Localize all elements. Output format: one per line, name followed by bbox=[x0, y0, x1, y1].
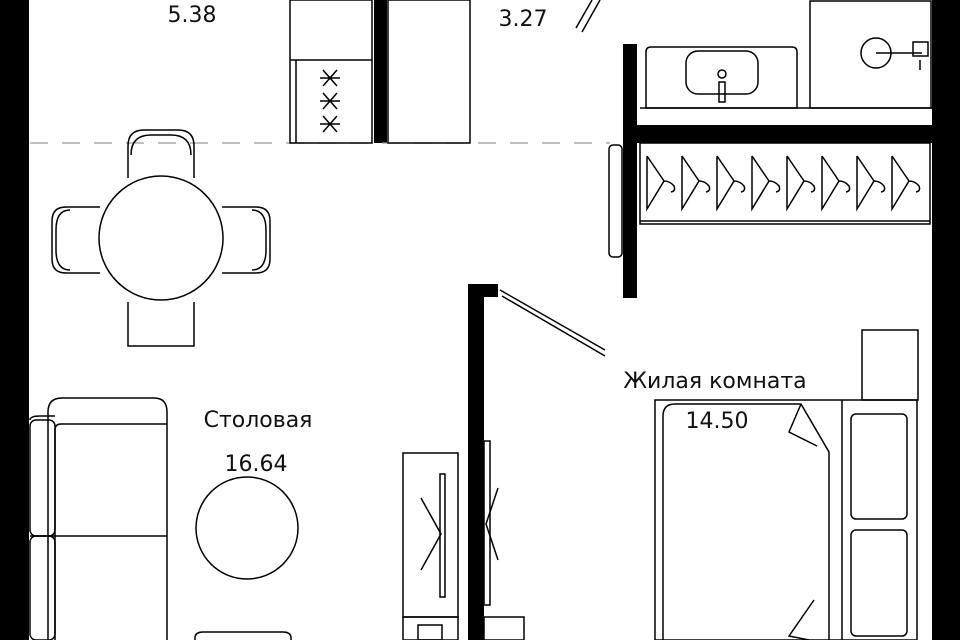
hanger-icons bbox=[646, 155, 921, 212]
wall-bathroom-vertical bbox=[623, 44, 637, 298]
sofa bbox=[29, 397, 168, 640]
pillow bbox=[850, 413, 908, 520]
room-name-bedroom: Жилая комната bbox=[623, 369, 807, 394]
wall-right bbox=[932, 0, 960, 640]
wall-bathroom-horizontal bbox=[637, 125, 932, 143]
blanket-fold bbox=[787, 403, 818, 640]
tv-panel bbox=[483, 440, 525, 640]
wall-left bbox=[0, 0, 29, 640]
hanger-icon bbox=[786, 155, 816, 212]
wall-bedroom-stub bbox=[468, 284, 498, 297]
hanger-icon bbox=[646, 155, 676, 212]
wall-kitchen bbox=[374, 0, 387, 143]
hanger-icon bbox=[856, 155, 886, 212]
wardrobe bbox=[639, 142, 931, 225]
dining-table bbox=[51, 129, 271, 347]
bedroom-door bbox=[499, 289, 606, 357]
sink-counter bbox=[640, 46, 932, 109]
nightstand bbox=[861, 329, 919, 401]
tv-stand bbox=[402, 452, 459, 640]
hanger-icon bbox=[891, 155, 921, 212]
room-area-hall: 3.27 bbox=[498, 7, 548, 32]
bed bbox=[654, 329, 919, 640]
armchair bbox=[194, 631, 292, 640]
radiator bbox=[608, 144, 623, 258]
hanger-icon bbox=[716, 155, 746, 212]
kitchen-cabinets bbox=[289, 0, 373, 144]
room-name-dining: Столовая bbox=[203, 408, 313, 433]
hanger-icon bbox=[681, 155, 711, 212]
pillow bbox=[850, 529, 908, 637]
shower bbox=[809, 0, 932, 109]
wall-bedroom bbox=[468, 284, 484, 640]
chair-bottom bbox=[127, 302, 195, 347]
room-area-kitchen: 5.38 bbox=[167, 3, 217, 28]
entry-door bbox=[575, 0, 601, 33]
hanger-icon bbox=[751, 155, 781, 212]
stove-burners-icon bbox=[320, 69, 340, 133]
hanger-icon bbox=[821, 155, 851, 212]
chair-left bbox=[51, 206, 100, 274]
chair-top bbox=[127, 129, 195, 178]
fridge bbox=[387, 0, 471, 144]
coffee-table bbox=[195, 476, 299, 580]
chair-right bbox=[222, 206, 271, 274]
room-area-dining: 16.64 bbox=[224, 452, 288, 477]
room-area-bedroom: 14.50 bbox=[685, 409, 749, 434]
